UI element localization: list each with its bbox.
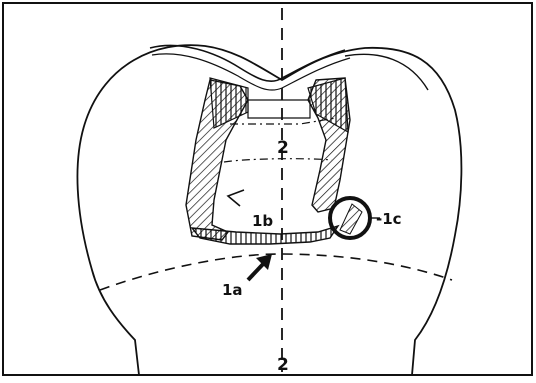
wall-angle-arrow: [228, 190, 244, 206]
tooth-crown-outline: [77, 45, 461, 375]
arrow-1a: [248, 254, 272, 280]
inner-guide-middle: [224, 159, 332, 162]
axis-label-top: 2: [277, 138, 289, 158]
label-1c: -1c: [376, 210, 402, 228]
figure-border: [3, 3, 532, 375]
occlusal-notch: [150, 45, 345, 81]
label-1a: 1a: [222, 281, 243, 299]
marginal-ridge-line: [345, 54, 428, 90]
section-curve: [100, 254, 452, 290]
detail-hatch-1c: [340, 204, 362, 234]
cavity-upper-left-hatch: [210, 78, 248, 128]
label-1b: 1b: [252, 212, 273, 230]
isthmus-outline: [248, 100, 310, 118]
axis-label-bottom: 2: [277, 355, 289, 375]
